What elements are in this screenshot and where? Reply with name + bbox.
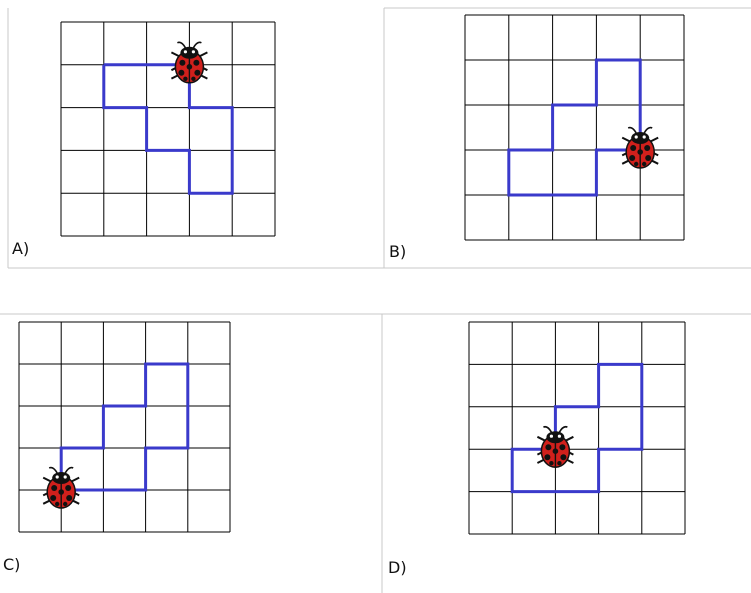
option-a-path xyxy=(104,65,232,193)
option-a-grid xyxy=(61,22,275,236)
option-c-path xyxy=(61,364,188,490)
option-d-label: D) xyxy=(388,558,407,577)
option-d-ladybug-icon xyxy=(537,427,573,467)
option-d-grid xyxy=(469,322,685,534)
panel-dividers xyxy=(0,8,751,593)
option-c-panel[interactable]: C) xyxy=(3,322,230,574)
option-b-path xyxy=(509,60,640,195)
option-b-label: B) xyxy=(389,242,406,261)
option-a-ladybug-icon xyxy=(171,42,207,82)
option-b-panel[interactable]: B) xyxy=(389,15,684,261)
option-a-panel[interactable]: A) xyxy=(12,22,275,258)
option-d-panel[interactable]: D) xyxy=(388,322,685,577)
option-c-label: C) xyxy=(3,555,20,574)
option-b-ladybug-icon xyxy=(622,128,658,168)
option-d-path xyxy=(512,364,642,491)
option-c-ladybug-icon xyxy=(43,468,79,508)
option-a-label: A) xyxy=(12,239,29,258)
